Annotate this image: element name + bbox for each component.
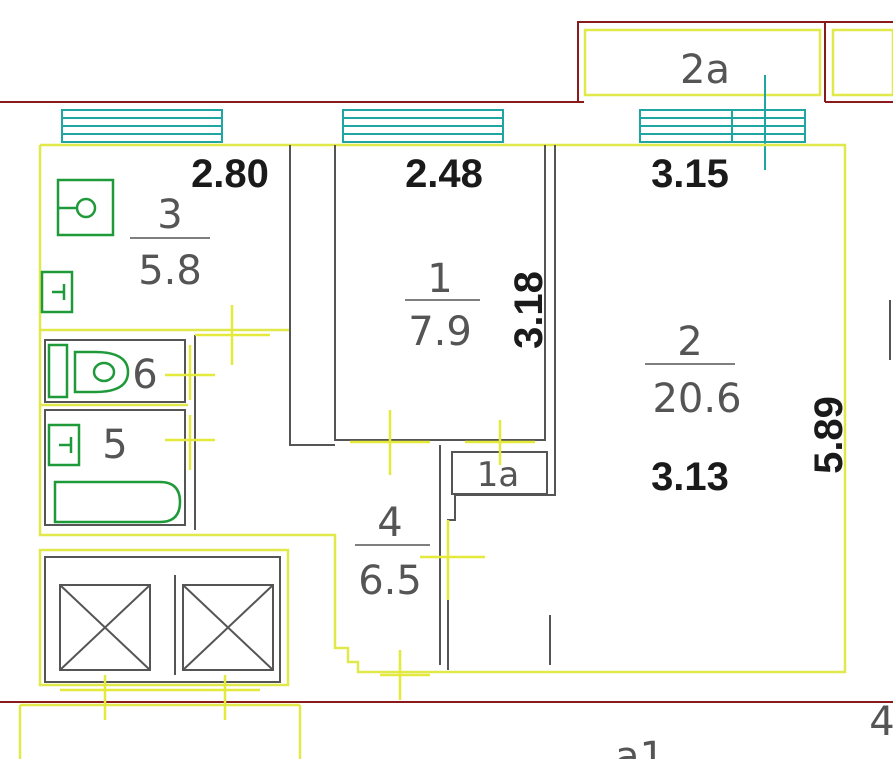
toilet-icon	[73, 350, 130, 394]
room-3-label: 3 5.8	[130, 192, 210, 294]
fixtures	[40, 178, 182, 524]
room-2a-label: 2a	[680, 47, 730, 93]
room-2-label: 2 20.6	[645, 319, 742, 422]
svg-text:1: 1	[427, 256, 452, 302]
door-markers	[60, 305, 535, 720]
svg-text:20.6: 20.6	[652, 376, 741, 422]
sink-icon	[40, 270, 74, 314]
svg-text:7.9: 7.9	[408, 309, 472, 355]
svg-text:2: 2	[677, 319, 702, 365]
dimension-label: 2.48	[405, 152, 483, 196]
edge-label-bottom: a1	[615, 734, 665, 759]
exterior-lines	[0, 21, 893, 703]
elevator-shafts	[59, 584, 274, 671]
balcony-2a	[583, 28, 893, 170]
dimension-label: 5.89	[807, 396, 851, 474]
dimension-label: 2.80	[191, 152, 269, 196]
svg-text:3: 3	[157, 192, 182, 238]
svg-text:6.5: 6.5	[358, 558, 422, 604]
room-4-label: 4 6.5	[355, 500, 430, 604]
dimension-label: 3.18	[507, 271, 551, 349]
windows	[61, 109, 806, 143]
room-1-label: 1 7.9	[405, 256, 480, 355]
svg-text:4: 4	[377, 500, 402, 546]
room-1a-label: 1a	[477, 455, 519, 495]
dimension-label: 3.13	[651, 455, 729, 499]
apartment-outline	[18, 143, 847, 759]
room-6-label: 6	[132, 352, 157, 398]
room-5-label: 5	[102, 422, 127, 468]
washbasin-icon	[47, 423, 81, 467]
edge-label-right: 4	[869, 699, 893, 745]
dimension-label: 3.15	[651, 152, 729, 196]
bathtub-icon	[53, 480, 182, 524]
interior-walls	[44, 145, 891, 683]
cistern-icon	[47, 343, 69, 399]
svg-text:5.8: 5.8	[138, 248, 202, 294]
